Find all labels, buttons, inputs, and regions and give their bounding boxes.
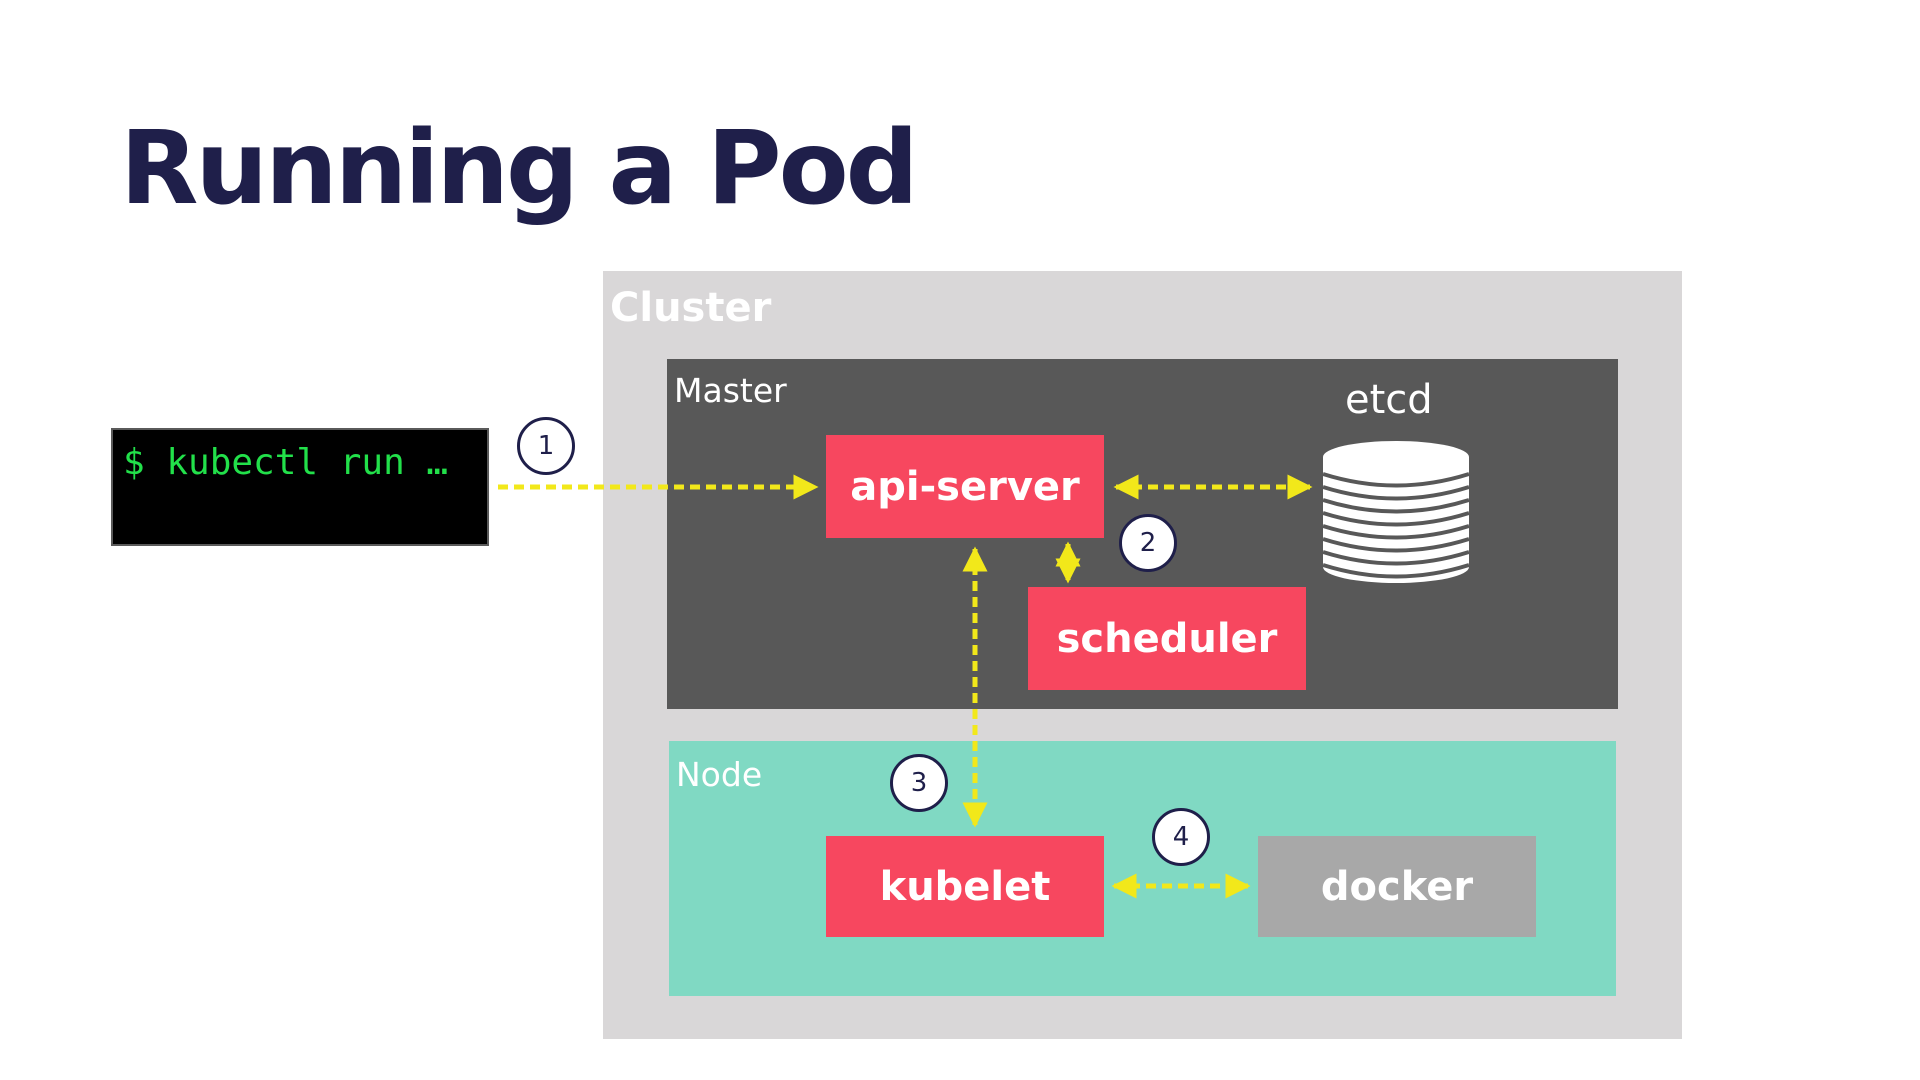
cluster-label: Cluster xyxy=(610,285,772,331)
step-1-badge: 1 xyxy=(517,417,575,475)
scheduler-box: scheduler xyxy=(1028,587,1306,690)
master-label: Master xyxy=(674,371,787,410)
terminal-window: $ kubectl run … xyxy=(111,428,489,546)
node-label: Node xyxy=(676,755,763,794)
step-3-badge: 3 xyxy=(890,754,948,812)
kubelet-box: kubelet xyxy=(826,836,1104,937)
terminal-command: $ kubectl run … xyxy=(123,442,449,483)
etcd-label: etcd xyxy=(1345,377,1433,423)
docker-box: docker xyxy=(1258,836,1536,937)
step-4-badge: 4 xyxy=(1152,808,1210,866)
slide-title: Running a Pod xyxy=(120,109,919,228)
api-server-box: api-server xyxy=(826,435,1104,538)
step-2-badge: 2 xyxy=(1119,514,1177,572)
